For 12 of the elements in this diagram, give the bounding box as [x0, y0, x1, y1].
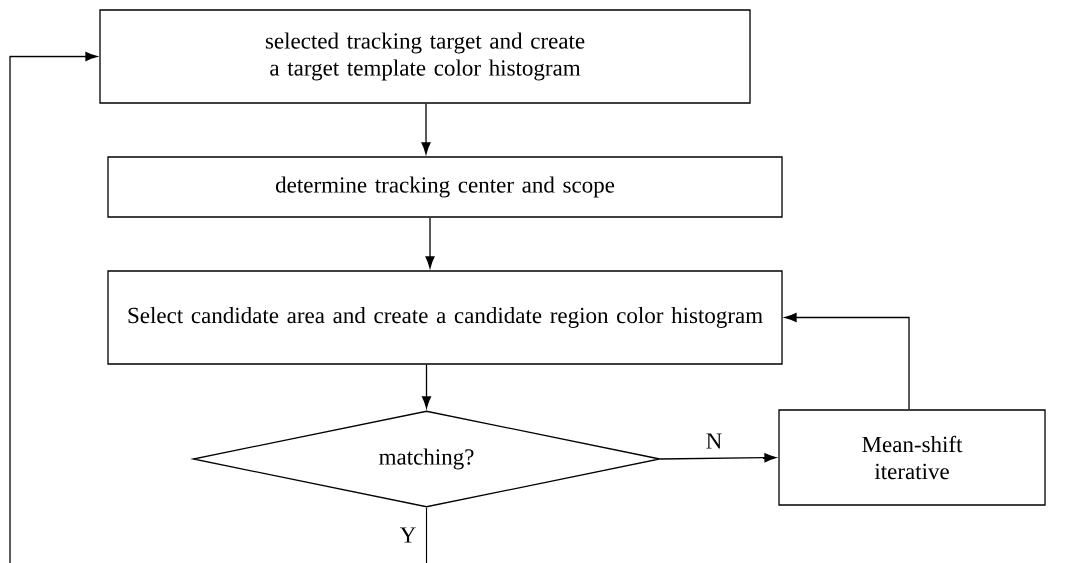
edge-label: Y: [399, 527, 416, 543]
arrow: [421, 103, 431, 155]
process-box: determine tracking center and scope: [107, 156, 783, 218]
process-box: Mean-shift iterative: [778, 409, 1046, 506]
arrow: [660, 453, 777, 463]
process-box: selected tracking target and create a target template color histogram: [99, 9, 751, 104]
arrow: [421, 364, 432, 409]
arrow: [9, 51, 98, 563]
edge-label: N: [706, 433, 722, 449]
arrow: [784, 312, 910, 410]
process-box: Select candidate area and create a candidate region color histogram: [107, 270, 783, 365]
arrow: [425, 217, 435, 269]
